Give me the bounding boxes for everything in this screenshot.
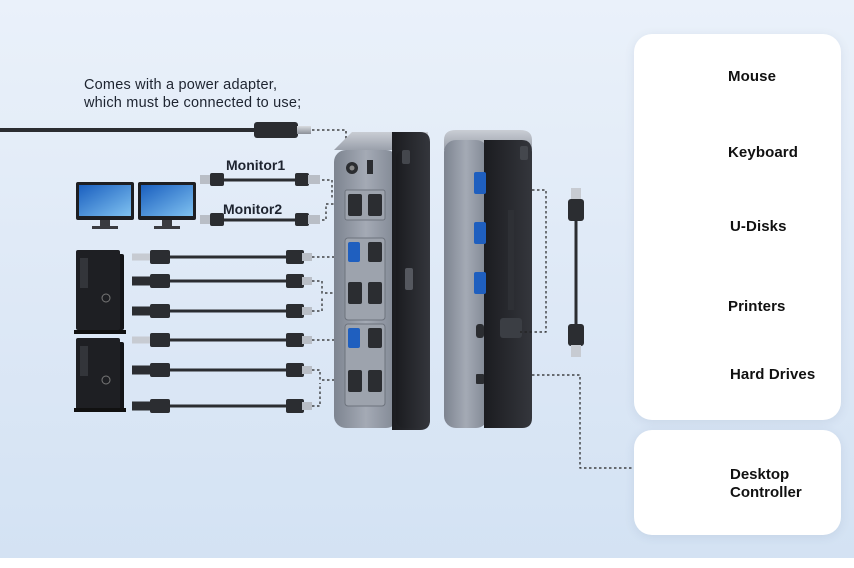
pc-tower-2-icon [74,338,126,412]
hdmi-cable [132,399,312,413]
controller-label-line-1: Desktop [730,466,790,483]
power-adapter-note: Comes with a power adapter, which must b… [84,76,301,112]
usb-cable [568,188,584,357]
devices-panel [634,34,841,420]
controller-panel [634,430,841,535]
controller-label-line-2: Controller [730,484,802,501]
hdmi-cable [132,304,312,318]
controller-label: Desktop Controller [730,466,802,502]
device-label-hard-drives: Hard Drives [730,366,816,383]
monitor-cables [200,173,344,226]
kvm-switch-back [444,130,532,428]
hdmi-cable [132,363,312,377]
monitor-pair-icon [76,182,196,229]
hdmi-cable [132,274,312,288]
power-cable [0,122,347,150]
note-line-2: which must be connected to use; [84,95,302,111]
device-label-printers: Printers [728,298,786,315]
kvm-switch-front [334,132,430,430]
note-line-1: Comes with a power adapter, [84,77,278,93]
device-label-u-disks: U-Disks [730,218,787,235]
usb-cable [132,250,312,264]
device-label-keyboard: Keyboard [728,144,798,161]
device-connectors [520,189,634,469]
monitor1-label: Monitor1 [226,157,286,173]
device-label-mouse: Mouse [728,68,777,85]
pc-cables [132,250,312,413]
monitor2-label: Monitor2 [223,201,283,217]
usb-cable [132,333,312,347]
pc-tower-1-icon [74,250,126,334]
